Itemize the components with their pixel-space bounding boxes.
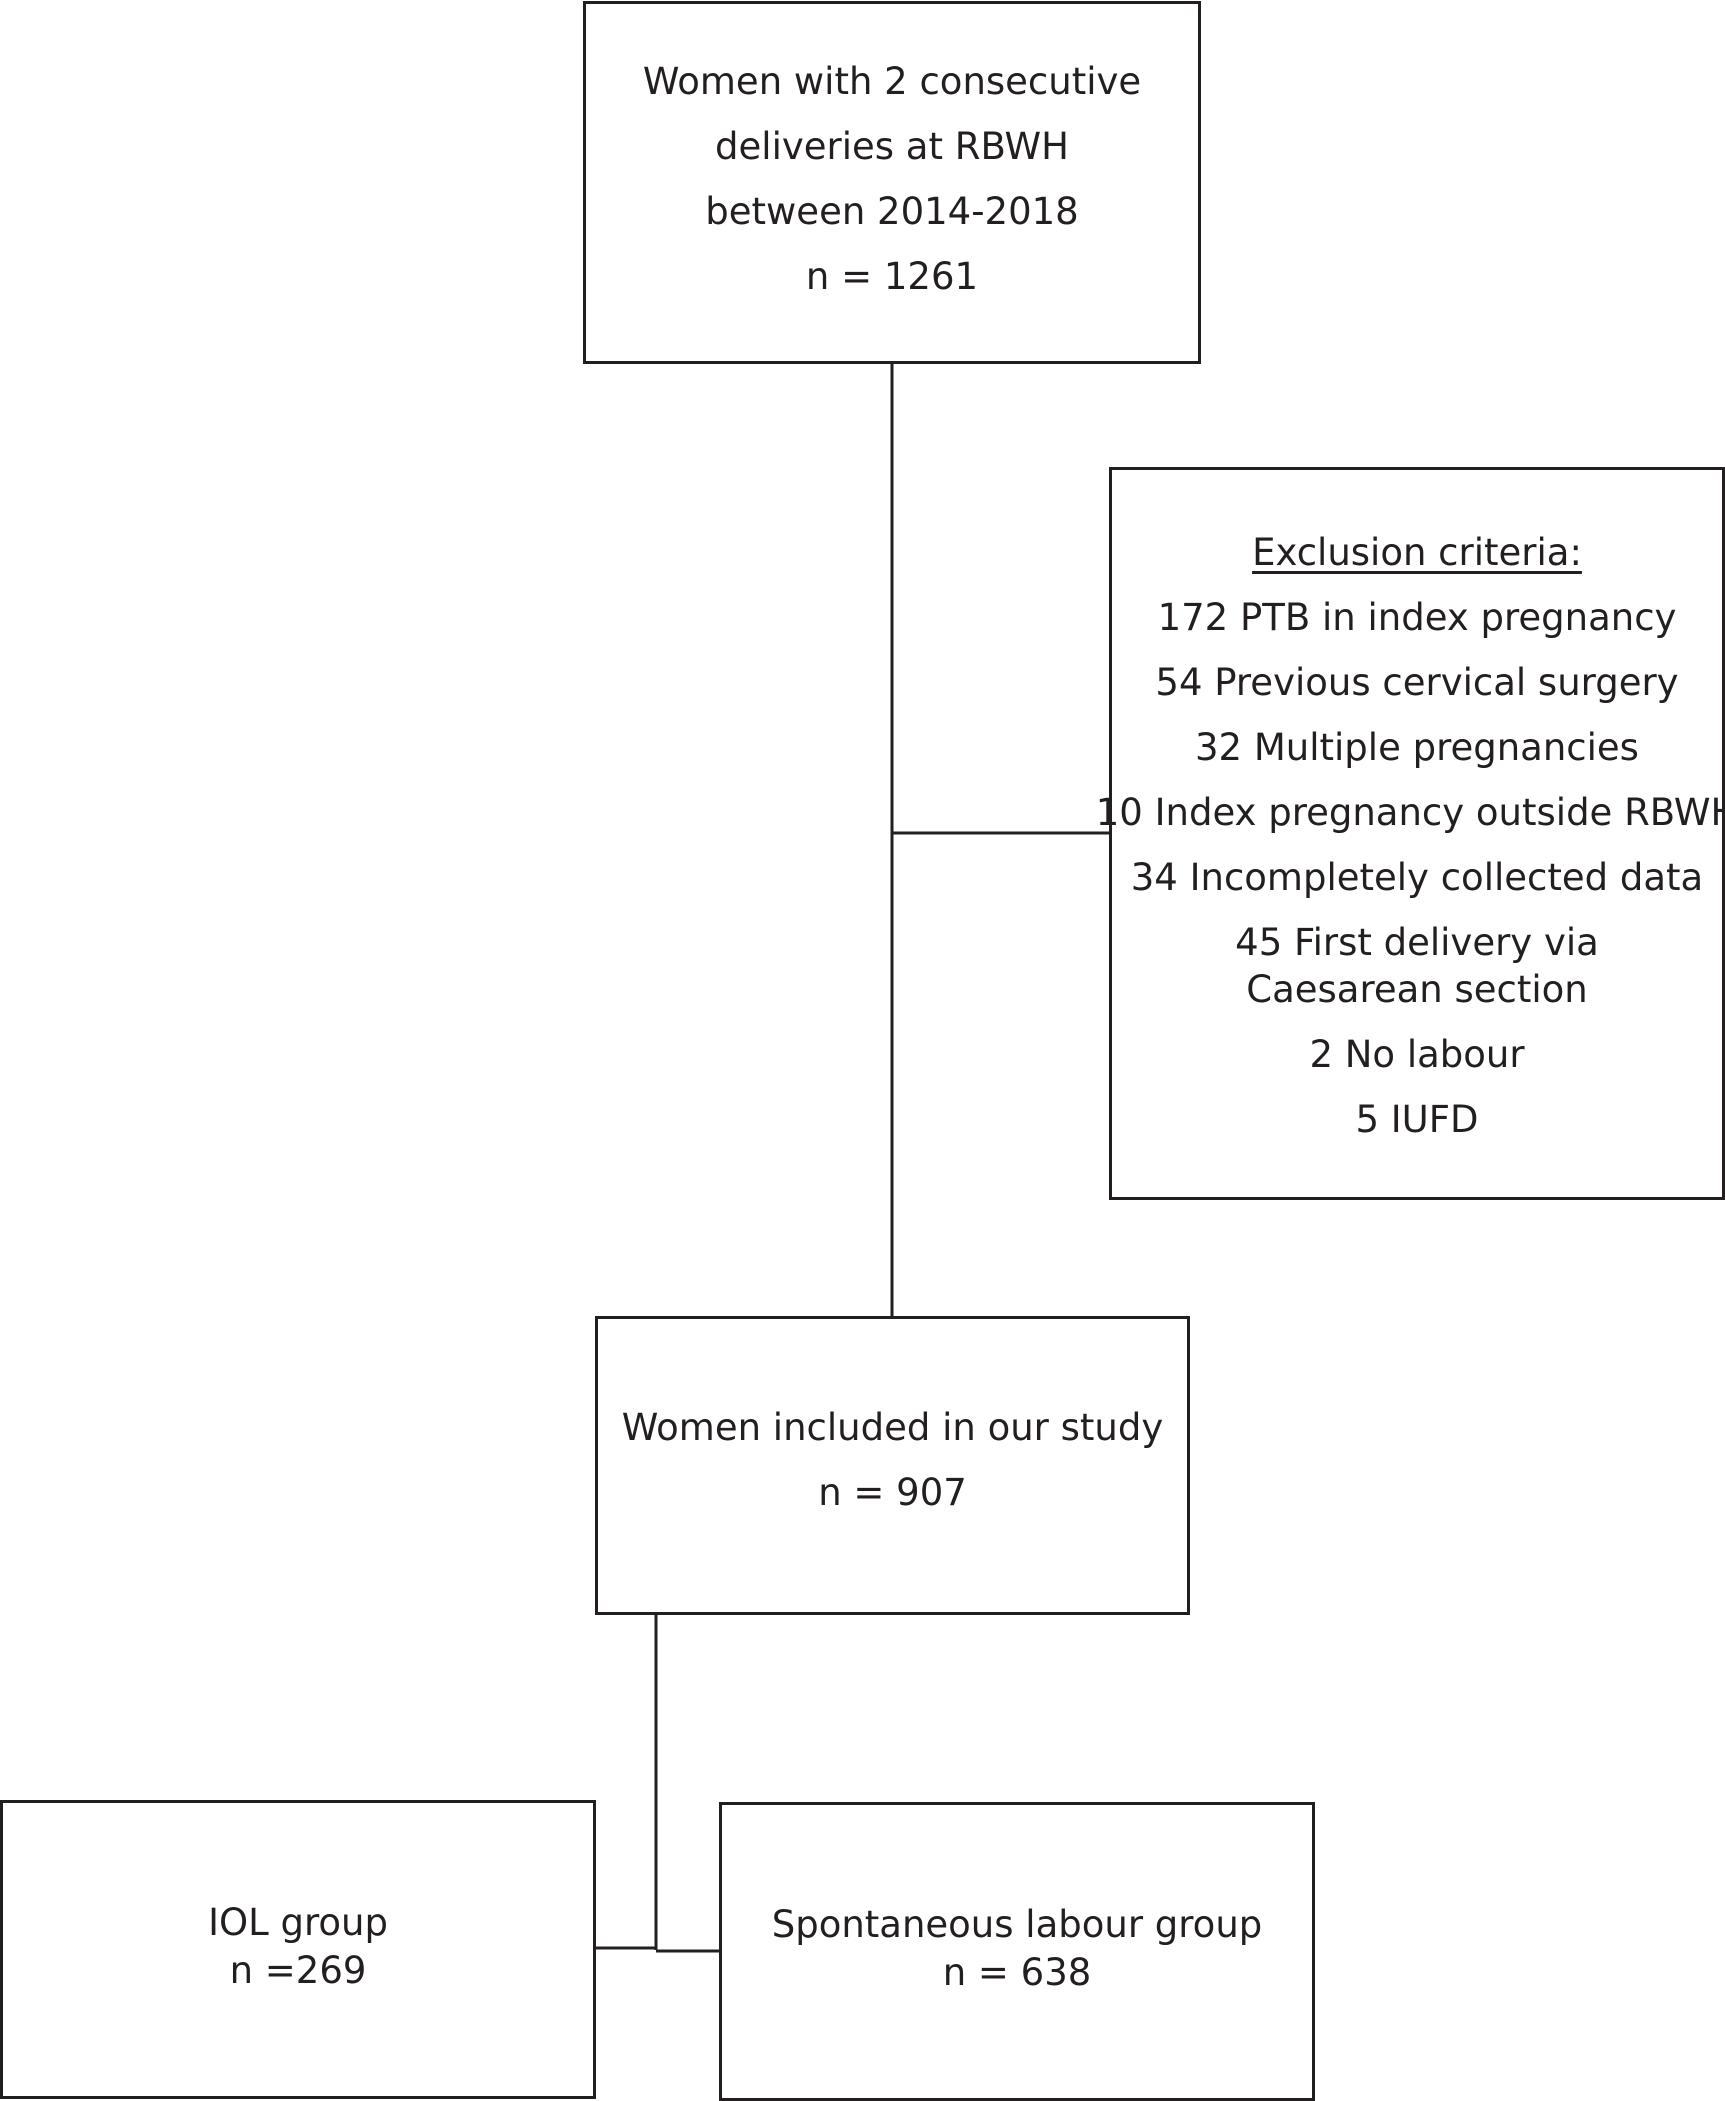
- exclusion-criteria-box: Exclusion criteria: 172 PTB in index pre…: [1096, 467, 1725, 1200]
- spontaneous-count: n = 638: [942, 1950, 1092, 1994]
- iol-label: IOL group: [208, 1900, 388, 1944]
- included-women-box: Women included in our study n = 907: [595, 1316, 1190, 1615]
- source-line-3: between 2014-2018: [705, 189, 1079, 233]
- source-count: n = 1261: [805, 254, 979, 298]
- spontaneous-label: Spontaneous labour group: [771, 1902, 1263, 1946]
- exclusion-item: 34 Incompletely collected data: [1130, 856, 1704, 899]
- exclusion-item: 2 No labour: [1309, 1033, 1525, 1076]
- exclusion-item: 5 IUFD: [1355, 1098, 1479, 1141]
- source-population-box: Women with 2 consecutive deliveries at R…: [583, 1, 1201, 364]
- exclusion-title: Exclusion criteria:: [1252, 531, 1582, 574]
- iol-count: n =269: [229, 1948, 367, 1992]
- iol-group-box: IOL group n =269: [0, 1800, 596, 2099]
- spontaneous-labour-group-box: Spontaneous labour group n = 638: [719, 1802, 1315, 2101]
- included-label: Women included in our study: [621, 1405, 1164, 1449]
- included-count: n = 907: [818, 1470, 967, 1514]
- exclusion-item: 172 PTB in index pregnancy: [1157, 596, 1677, 639]
- source-line-2: deliveries at RBWH: [715, 124, 1069, 168]
- exclusion-item: 54 Previous cervical surgery: [1155, 661, 1679, 704]
- exclusion-item: 10 Index pregnancy outside RBWH: [1095, 791, 1725, 834]
- source-line-1: Women with 2 consecutive: [642, 59, 1142, 103]
- exclusion-item: 45 First delivery via Caesarean section: [1235, 921, 1599, 1011]
- exclusion-item: 32 Multiple pregnancies: [1195, 726, 1639, 769]
